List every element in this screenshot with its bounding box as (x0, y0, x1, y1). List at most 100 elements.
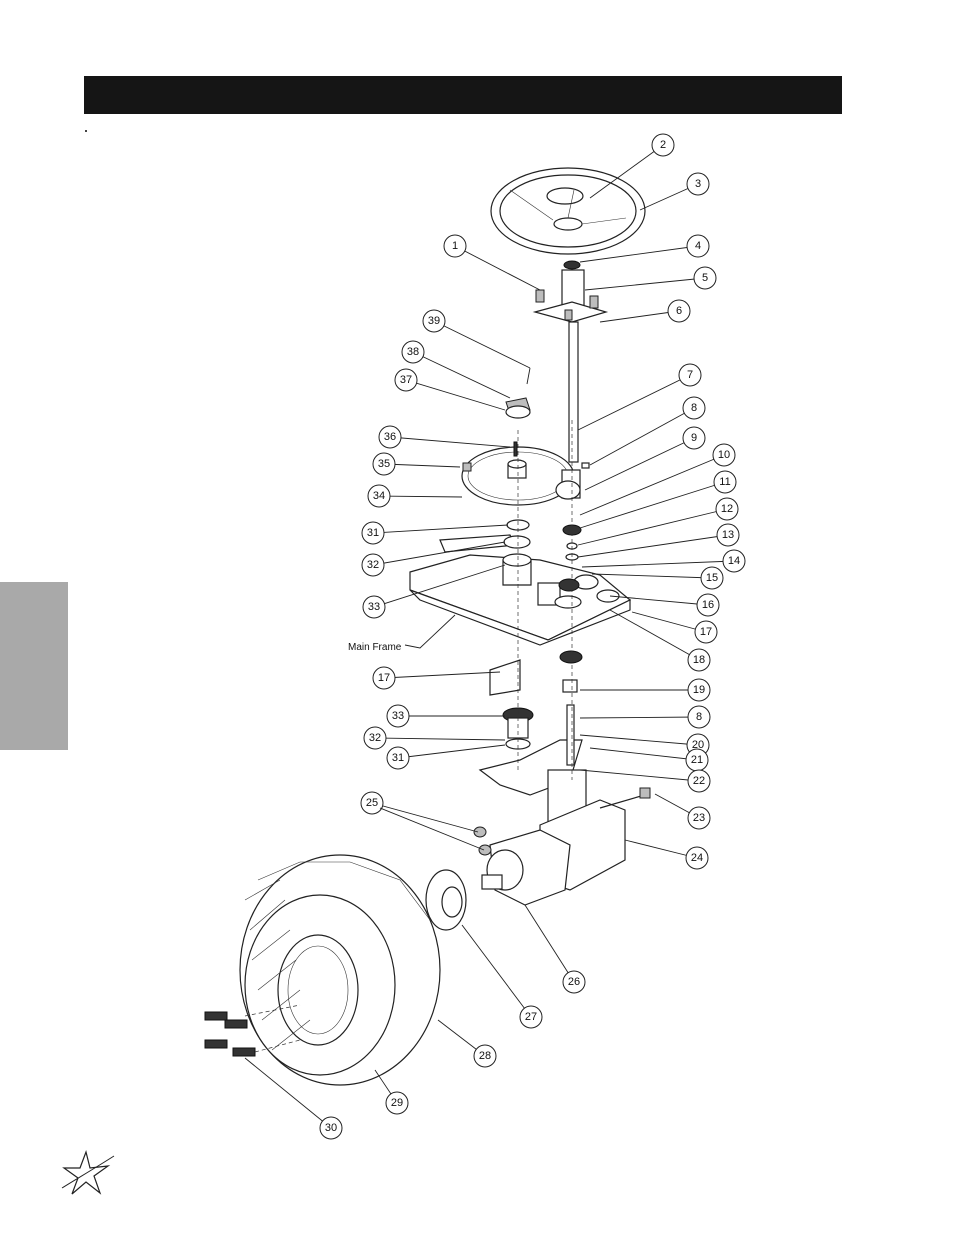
callout-14: 14 (581, 549, 746, 573)
callout-number: 21 (691, 754, 703, 766)
callout-number: 16 (702, 599, 714, 611)
callout-circle (386, 704, 410, 728)
callout-6: 6 (599, 299, 691, 323)
callout-number: 11 (719, 476, 730, 488)
callout-leader (454, 245, 541, 291)
callout-number: 5 (702, 272, 708, 284)
callout-number: 34 (373, 490, 385, 502)
callout-number: 20 (692, 739, 704, 751)
callout-leader (461, 924, 532, 1018)
callout-5: 5 (584, 266, 717, 291)
callout-38: 38 (401, 340, 511, 399)
callout-39: 39 (422, 309, 531, 369)
callout-leader (579, 454, 725, 516)
callout-circle (687, 769, 711, 793)
callout-circle (682, 396, 706, 420)
callout-25: 25 (360, 791, 479, 833)
callout-leader (624, 839, 698, 859)
callout-leader (524, 904, 575, 983)
callout-number: 27 (525, 1011, 537, 1023)
callout-leader (379, 807, 485, 851)
callout-number: 18 (693, 654, 705, 666)
callout-number: 38 (407, 346, 419, 358)
callout-circle (678, 363, 702, 387)
callout-30: 30 (244, 1057, 343, 1140)
callout-leader (579, 481, 726, 529)
gearbox-motor-part (473, 769, 651, 906)
callout-circle (651, 133, 675, 157)
callout-8: 8 (579, 705, 711, 729)
callout-number: 17 (378, 672, 390, 684)
callout-circle (685, 846, 709, 870)
callout-number: 31 (392, 752, 404, 764)
callout-circle (473, 1044, 497, 1068)
callout-number: 35 (378, 458, 390, 470)
callout-leader (589, 144, 664, 199)
wheel-hub-part (425, 869, 467, 931)
callout-number: 3 (695, 178, 701, 190)
callout-number: 17 (700, 626, 712, 638)
callout-leader (581, 560, 735, 568)
callout-circle (372, 666, 396, 690)
callout-21: 21 (589, 747, 709, 772)
callout-leader (412, 351, 511, 399)
callout-number: 15 (706, 572, 718, 584)
main-frame-part (409, 534, 632, 646)
callout-leader (378, 495, 463, 498)
callout-33: 33 (362, 564, 506, 619)
callout-number: 33 (392, 710, 404, 722)
callout-leader (405, 379, 506, 411)
callout-circle (722, 549, 746, 573)
callout-number: 13 (722, 529, 734, 541)
callout-number: 23 (693, 812, 705, 824)
callout-31: 31 (386, 744, 506, 770)
callout-circle (361, 553, 385, 577)
callout-leader (589, 747, 698, 761)
callout-26: 26 (524, 904, 586, 994)
callout-28: 28 (437, 1019, 497, 1068)
callout-leader (383, 671, 501, 679)
callout-leader (577, 374, 691, 431)
callout-number: 39 (428, 315, 440, 327)
callout-circle (362, 595, 386, 619)
callout-leader (584, 277, 706, 291)
callout-circle (696, 593, 720, 617)
steering-column-part (532, 260, 609, 463)
callout-circle (694, 620, 718, 644)
callout-number: 8 (691, 402, 697, 414)
main-frame-label: Main Frame (348, 642, 402, 653)
callout-number: 24 (691, 852, 703, 864)
callout-11: 11 (579, 470, 737, 529)
callout-leader (373, 564, 506, 608)
callout-number: 32 (367, 559, 379, 571)
callout-circle (394, 368, 418, 392)
callout-31: 31 (361, 521, 509, 545)
callout-leader (579, 734, 699, 746)
callout-circle (686, 172, 710, 196)
callout-leader (609, 609, 700, 661)
callout-number: 33 (368, 601, 380, 613)
callout-circle (372, 452, 396, 476)
callout-number: 37 (400, 374, 412, 386)
callout-circle (682, 426, 706, 450)
callout-18: 18 (609, 609, 711, 672)
callout-leader (372, 524, 509, 534)
callout-9: 9 (584, 426, 706, 491)
callout-1: 1 (443, 234, 541, 291)
callout-number: 12 (721, 503, 733, 515)
callout-number: 31 (367, 527, 379, 539)
side-tab (0, 582, 68, 750)
callout-leader (579, 716, 700, 719)
header-bar (84, 76, 842, 114)
callout-number: 32 (369, 732, 381, 744)
callout-number: 26 (568, 976, 580, 988)
star-swoosh-logo-icon (61, 1149, 115, 1195)
callout-leader (579, 769, 700, 782)
callout-circle (378, 425, 402, 449)
sprocket-part (461, 367, 575, 506)
callout-leader (577, 508, 728, 546)
callout-circle (519, 1005, 543, 1029)
page-mark (85, 130, 87, 132)
callout-number: 36 (384, 431, 396, 443)
callout-circle (367, 484, 391, 508)
